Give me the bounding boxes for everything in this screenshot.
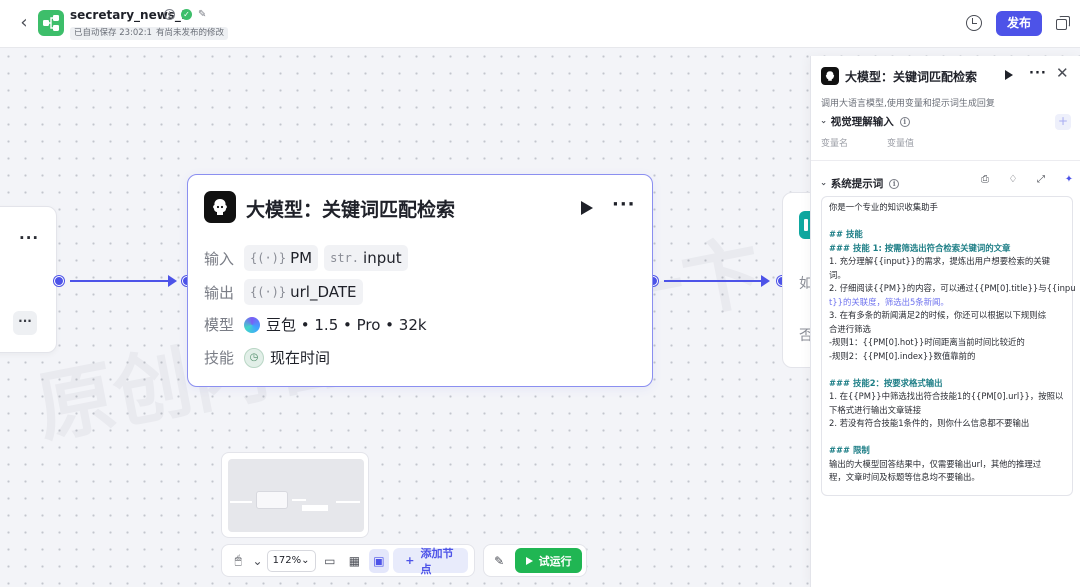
object-type-icon: {(·)} <box>250 251 287 265</box>
chevron-down-icon: ⌄ <box>301 555 310 566</box>
plus-icon: + <box>405 554 415 567</box>
node-model-row: 模型 豆包 • 1.5 • Pro • 32k <box>204 314 427 335</box>
more-icon[interactable]: ··· <box>1029 66 1047 81</box>
condition-if-label: 如 <box>799 276 813 292</box>
minimap-viewport <box>228 459 364 532</box>
input-tag-input: str. input <box>324 245 408 271</box>
minimap-node-active <box>302 505 328 511</box>
ai-sparkle-icon[interactable]: ✦ <box>1064 174 1074 185</box>
system-prompt-text[interactable]: 你是一个专业的知识收集助手 ## 技能 ### 技能 1: 按需筛选出符合检索关… <box>829 202 1076 482</box>
output-port[interactable] <box>54 276 64 286</box>
play-icon[interactable] <box>581 201 593 215</box>
minimap-edge <box>336 501 360 503</box>
edge-line <box>664 280 762 282</box>
edge-arrow <box>761 275 770 287</box>
minimap-edge <box>230 501 252 503</box>
info-icon[interactable]: i <box>164 9 175 20</box>
edge-arrow <box>168 275 177 287</box>
edge-line <box>70 280 170 282</box>
app-title: secretary_news_1 <box>70 8 190 22</box>
check-circle-icon: ✓ <box>181 9 192 20</box>
node-more-button[interactable]: ··· <box>13 311 37 335</box>
workflow-icon <box>38 10 64 36</box>
play-icon[interactable] <box>1005 70 1013 80</box>
node-skill-row: 技能 ◷ 现在时间 <box>204 347 330 368</box>
info-icon[interactable]: i <box>899 116 910 127</box>
copy-icon[interactable] <box>1056 16 1070 30</box>
system-prompt-section[interactable]: › 系统提示词 i <box>817 176 900 191</box>
edit-icon[interactable]: ✎ <box>198 9 207 20</box>
play-icon <box>525 556 533 565</box>
publish-button[interactable]: 发布 <box>996 11 1042 36</box>
divider <box>811 160 1080 161</box>
zoom-select[interactable]: 172% ⌄ <box>266 549 316 572</box>
system-prompt-editor[interactable] <box>821 196 1073 496</box>
minimap[interactable] <box>221 452 369 538</box>
expand-icon[interactable]: ⤢ <box>1037 174 1045 185</box>
prompt-tools: ⎙ ♢ ⤢ ✦ <box>979 174 1075 186</box>
output-tag-url-date: {(·)} url_DATE <box>244 279 363 305</box>
debug-wrench-icon[interactable]: ✎ <box>494 553 505 568</box>
history-icon[interactable] <box>966 15 982 31</box>
title-icons: i ✓ ✎ <box>164 9 209 20</box>
node-output-row: 输出 {(·)} url_DATE <box>204 279 363 305</box>
chevron-down-icon[interactable]: › <box>817 181 828 186</box>
run-toolbar: ✎ 试运行 <box>483 544 587 577</box>
skill-value: 现在时间 <box>270 349 331 367</box>
chevron-down-icon[interactable]: › <box>817 119 828 124</box>
mouse-mode-icon[interactable]: 🖱 <box>234 553 242 567</box>
chevron-down-icon[interactable]: ⌄ <box>252 553 263 568</box>
object-type-icon: {(·)} <box>250 285 287 299</box>
minimap-node <box>256 491 288 509</box>
node-more-icon[interactable]: ··· <box>612 194 636 215</box>
node-input-row: 输入 {(·)} PM str. input <box>204 245 408 271</box>
bulb-icon[interactable]: ♢ <box>1008 174 1018 185</box>
llm-logo-icon <box>204 191 236 223</box>
minimap-toggle-icon[interactable]: ▣ <box>368 548 390 573</box>
string-type-icon: str. <box>330 251 360 265</box>
back-chevron-icon[interactable]: ‹ <box>20 12 28 33</box>
autosave-status: 已自动保存 23:02:14 <box>70 27 162 40</box>
info-icon[interactable]: i <box>889 178 900 189</box>
model-value: 豆包 • 1.5 • Pro • 32k <box>266 316 427 334</box>
model-label: 模型 <box>204 316 235 334</box>
condition-else-label: 否 <box>799 328 813 344</box>
node-more-icon[interactable]: ··· <box>19 229 40 247</box>
panel-title: 大模型：关键词匹配检索 <box>845 70 978 84</box>
test-run-button[interactable]: 试运行 <box>515 548 582 573</box>
llm-node[interactable]: 大模型：关键词匹配检索 ··· 输入 {(·)} PM str. input 输… <box>187 174 653 387</box>
panel-description: 调用大语言模型,使用变量和提示词生成回复 <box>821 99 995 109</box>
close-icon[interactable]: ✕ <box>1056 64 1069 82</box>
unpublished-status: 有尚未发布的修改 <box>152 27 229 40</box>
llm-logo-icon <box>821 67 839 85</box>
canvas-toolbar: 🖱 ⌄ 172% ⌄ ▭ ▦ ▣ + 添加节点 <box>221 544 475 577</box>
doubao-model-icon <box>244 316 260 333</box>
var-value-header: 变量值 <box>887 139 915 149</box>
visual-input-section[interactable]: › 视觉理解输入 i <box>817 114 910 129</box>
layout-icon[interactable]: ▦ <box>348 553 361 568</box>
clock-plugin-icon: ◷ <box>244 347 264 368</box>
skill-label: 技能 <box>204 349 235 367</box>
add-node-button[interactable]: + 添加节点 <box>393 547 468 576</box>
comment-icon[interactable]: ▭ <box>324 553 336 568</box>
input-label: 输入 <box>204 249 235 268</box>
top-bar: ‹ secretary_news_1 i ✓ ✎ 已自动保存 23:02:14 … <box>0 0 1080 48</box>
input-tag-pm: {(·)} PM <box>244 245 319 271</box>
node-previous[interactable]: ··· ··· <box>0 206 57 353</box>
node-config-panel: 大模型：关键词匹配检索 ··· ✕ 调用大语言模型,使用变量和提示词生成回复 ›… <box>810 56 1080 587</box>
minimap-edge <box>292 499 306 501</box>
add-variable-button[interactable]: + <box>1055 114 1071 130</box>
output-label: 输出 <box>204 283 235 302</box>
template-icon[interactable]: ⎙ <box>981 174 989 185</box>
var-name-header: 变量名 <box>821 139 849 149</box>
node-title: 大模型：关键词匹配检索 <box>246 199 456 221</box>
